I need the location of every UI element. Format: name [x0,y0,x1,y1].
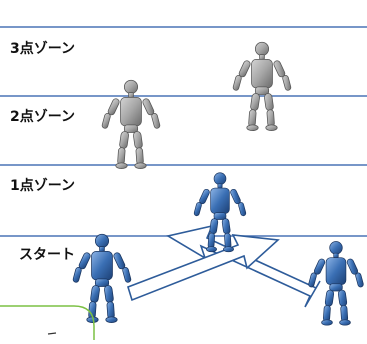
zone-label-2pt: 2点ゾーン [10,109,76,125]
blue-robot-right [307,241,365,326]
blue-robot-left [72,233,132,324]
gray-robot-lower [101,79,161,170]
gray-robot-upper [232,41,292,132]
zone-label-start: スタート [19,247,75,263]
zone-label-3pt: 3点ゾーン [10,41,76,57]
arrow-to-right [127,234,280,302]
callout-mark [47,332,57,335]
crossing-arrows [127,224,321,308]
zone-lines [0,26,367,237]
callout-box [0,305,95,340]
arrow-to-left [165,224,321,308]
zone-label-1pt: 1点ゾーン [10,178,76,194]
